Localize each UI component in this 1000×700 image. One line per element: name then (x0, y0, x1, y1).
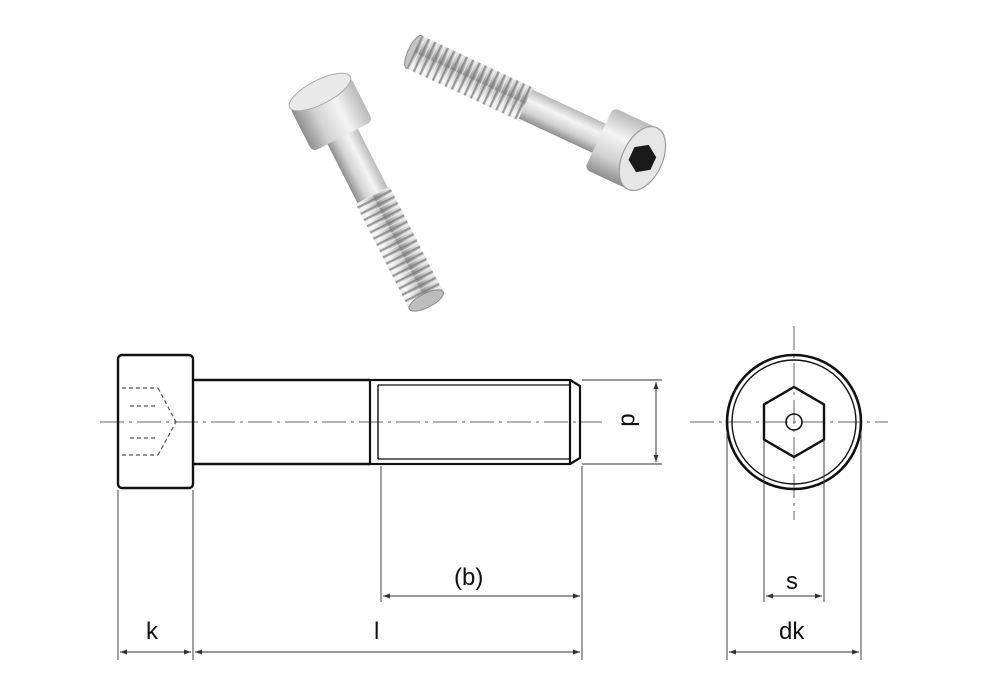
label-dk: dk (779, 618, 805, 645)
socket-hidden-lines (122, 387, 177, 456)
screw-head (116, 353, 195, 490)
screw-shank (193, 378, 370, 466)
label-s: s (786, 568, 798, 595)
head-outline (725, 353, 863, 491)
side-view (100, 353, 662, 660)
dim-d (582, 379, 662, 465)
screw-photo-left (288, 72, 444, 312)
label-d: d (615, 413, 643, 427)
label-b: (b) (454, 564, 484, 591)
screw-tip (569, 379, 582, 465)
screw-photo-right (404, 34, 667, 192)
label-k: k (146, 618, 158, 645)
thread-section (368, 378, 572, 466)
hex-socket (762, 385, 826, 459)
extension-lines (117, 466, 583, 660)
photo-screws (288, 34, 667, 312)
label-l: l (374, 618, 380, 645)
end-view (690, 326, 888, 660)
